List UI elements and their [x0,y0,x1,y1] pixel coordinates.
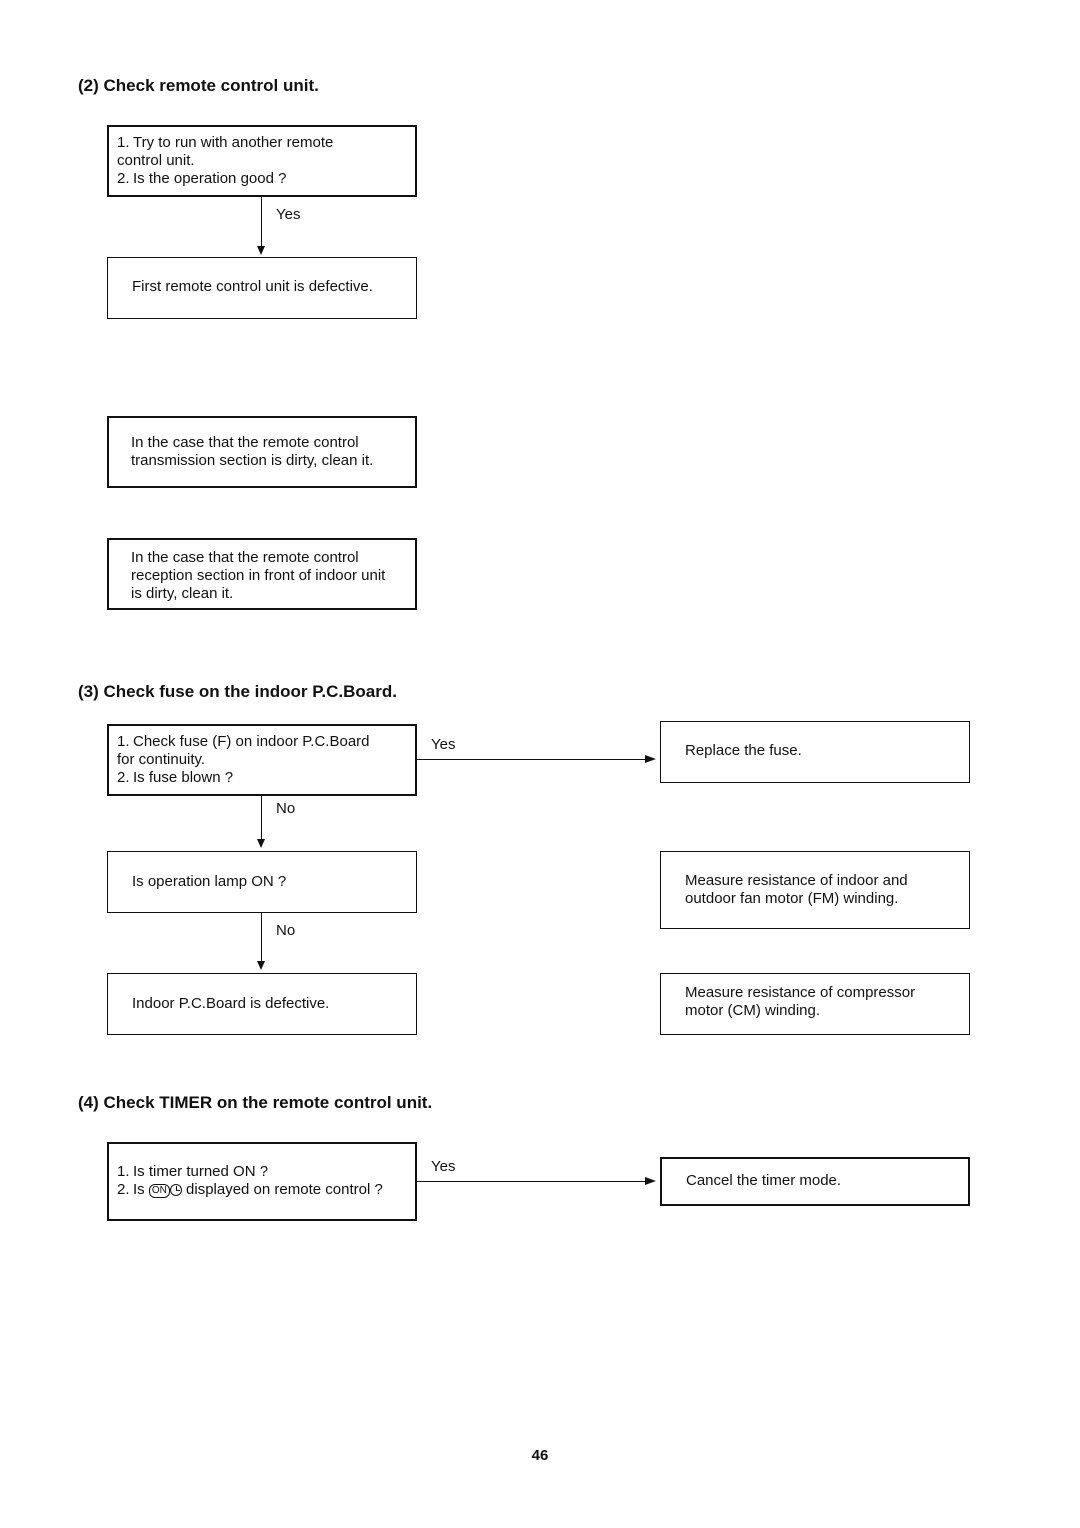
yes-label: Yes [431,736,456,753]
no-label: No [276,922,296,939]
step-text: Is the operation good ? [133,170,287,187]
arrow-down-icon [257,246,265,255]
text-line: is dirty, clean it. [131,585,234,602]
text-line: Measure resistance of compressor [685,984,916,1001]
compressor-motor-text: Measure resistance of compressor motor (… [685,984,963,1020]
clock-icon [169,1184,182,1196]
arrow-right-icon [645,755,656,763]
step-text: Is timer turned ON ? [133,1163,269,1180]
connector-line [261,197,262,247]
replace-fuse-text: Replace the fuse. [685,742,802,759]
fuse-check-step-2: 2.Is fuse blown ? [117,769,409,787]
yes-label: Yes [276,206,301,223]
cancel-timer-box: Cancel the timer mode. [660,1157,970,1206]
step-text: Is fuse blown ? [133,769,234,786]
section-2-heading: (2) Check remote control unit. [78,76,319,95]
text-line: outdoor fan motor (FM) winding. [685,890,899,907]
step-text-continued: displayed on remote control ? [186,1181,383,1198]
step-number: 1. [117,1163,130,1180]
operation-lamp-box: Is operation lamp ON ? [107,851,417,913]
arrow-right-icon [645,1177,656,1185]
text-line: transmission section is dirty, clean it. [131,452,374,469]
fan-motor-box: Measure resistance of indoor and outdoor… [660,851,970,929]
step-text: Is [133,1181,145,1198]
step-number: 2. [117,170,130,187]
transmission-clean-text: In the case that the remote control tran… [131,434,409,470]
on-timer-icon: ON [148,1184,170,1198]
step-text: Try to run with another remote [133,134,334,151]
text-line: In the case that the remote control [131,434,359,451]
step-number: 1. [117,733,130,750]
step-text-continued: for continuity. [117,751,206,768]
step-number: 2. [117,1181,130,1198]
timer-check-box: 1.Is timer turned ON ? 2.Is ON displayed… [107,1142,417,1221]
text-line: Measure resistance of indoor and [685,872,908,889]
text-line: motor (CM) winding. [685,1002,821,1019]
replace-fuse-box: Replace the fuse. [660,721,970,783]
step-text-continued: control unit. [117,152,195,169]
no-label: No [276,800,296,817]
yes-label: Yes [431,1158,456,1175]
text-line: In the case that the remote control [131,549,359,566]
timer-check-step-2: 2.Is ON displayed on remote control ? [117,1181,383,1199]
connector-line [417,1181,649,1182]
connector-line [417,759,649,760]
connector-line [261,796,262,840]
step-text: Check fuse (F) on indoor P.C.Board [133,733,370,750]
remote-check-step-2: 2.Is the operation good ? [117,170,409,188]
step-number: 1. [117,134,130,151]
timer-check-step-1: 1.Is timer turned ON ? [117,1163,383,1181]
pcb-defective-box: Indoor P.C.Board is defective. [107,973,417,1035]
section-3-heading: (3) Check fuse on the indoor P.C.Board. [78,682,397,701]
arrow-down-icon [257,839,265,848]
section-4-heading: (4) Check TIMER on the remote control un… [78,1093,433,1112]
operation-lamp-text: Is operation lamp ON ? [132,873,287,890]
text-line: reception section in front of indoor uni… [131,567,386,584]
transmission-clean-box: In the case that the remote control tran… [107,416,417,488]
connector-line [261,913,262,962]
compressor-motor-box: Measure resistance of compressor motor (… [660,973,970,1035]
cancel-timer-text: Cancel the timer mode. [686,1172,842,1189]
step-number: 2. [117,769,130,786]
page-number: 46 [531,1447,549,1464]
pcb-defective-text: Indoor P.C.Board is defective. [132,995,330,1012]
arrow-down-icon [257,961,265,970]
reception-clean-box: In the case that the remote control rece… [107,538,417,610]
reception-clean-text: In the case that the remote control rece… [131,549,409,603]
remote-defective-box: First remote control unit is defective. [107,257,417,319]
remote-defective-text: First remote control unit is defective. [132,278,373,295]
timer-check-steps: 1.Is timer turned ON ? 2.Is ON displayed… [117,1163,383,1199]
fan-motor-text: Measure resistance of indoor and outdoor… [685,872,963,908]
